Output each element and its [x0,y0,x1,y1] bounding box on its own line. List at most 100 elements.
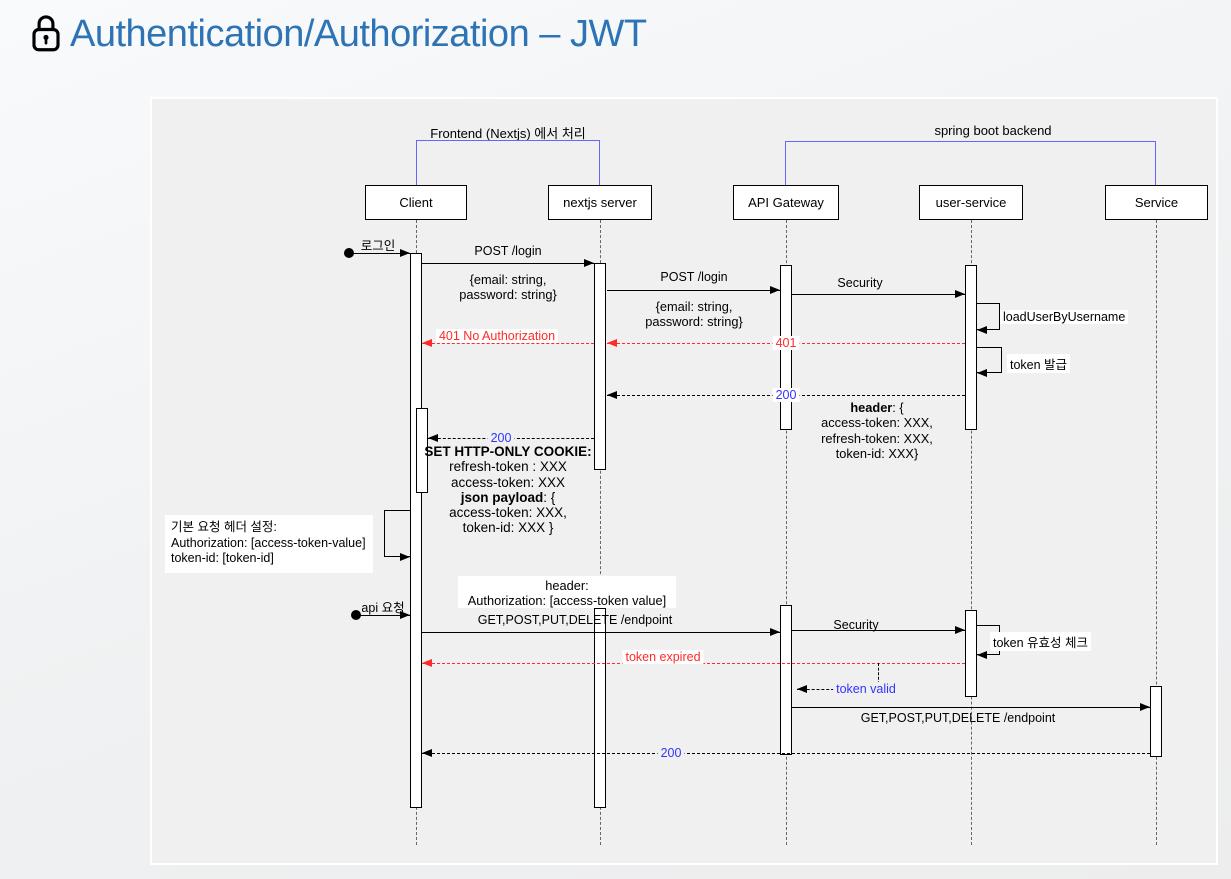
msg-endpoint2-label: GET,POST,PUT,DELETE /endpoint [860,711,1056,725]
msg-endpoint2-arrowhead [1140,702,1150,711]
msg-401-arrowhead-nextjs [607,338,617,347]
loop-default-headers [384,510,410,557]
loop-token-issue-label: token 발급 [1007,354,1071,373]
msg-postlogin2-label: POST /login [660,270,728,284]
loop-default-headers-arrowhead [400,552,410,561]
participant-client-label: Client [399,195,433,210]
note-default-headers-line2: Authorization: [access-token-value] [171,535,366,550]
lifeline-user-service [971,220,972,845]
note-set-cookie-line4: token-id: XXX } [462,520,554,536]
loop-token-issue [977,347,1002,373]
msg-security1-arrowhead [955,289,965,298]
activation-gateway-2 [780,605,792,755]
msg-security2-line [792,630,965,631]
activation-client-main [410,253,422,808]
note-set-cookie-json: json payload: { [424,490,591,505]
msg-200b-label: 200 [487,431,515,445]
note-set-cookie-json-lead: json payload [460,489,544,505]
note-set-cookie-title: SET HTTP-ONLY COOKIE: [424,444,592,459]
msg-security1-line [792,294,965,295]
group-label-backend: spring boot backend [934,123,1052,138]
note-default-headers-line1: 기본 요청 헤더 설정: [171,520,277,534]
note-set-cookie-line2: access-token: XXX [450,474,566,490]
msg-security1-label: Security [837,276,883,290]
msg-401-code-label: 401 [772,336,800,350]
msg-api-request-label: api 요청 [361,601,405,615]
msg-postlogin2-line [607,290,780,291]
note-header-response-lead: header [850,400,893,415]
msg-security2-label: Security [833,618,879,632]
activation-nextjs-2 [594,608,606,808]
start-dot-api-request [351,610,361,620]
msg-token-valid-arrowhead [797,684,807,693]
note-header-response-rest: : { [892,400,904,415]
loop-loaduser [977,303,1000,330]
note-header-response-line1: header: { [821,400,933,415]
lifeline-gateway [786,220,787,845]
participant-user-service-label: user-service [935,195,1007,210]
activation-user-service-1 [965,265,977,430]
msg-api-request-arrowhead [400,610,410,619]
msg-401-line-left [422,343,594,344]
note-default-headers-line3: token-id: [token-id] [171,551,274,565]
participant-gateway: API Gateway [733,185,839,220]
msg-login-arrowhead [400,248,410,257]
msg-login-label: 로그인 [360,239,396,253]
lock-icon [32,15,60,52]
msg-200a-arrowhead [607,390,617,399]
note-set-cookie-line3: access-token: XXX, [449,505,567,521]
note-default-headers: 기본 요청 헤더 설정: Authorization: [access-toke… [171,520,366,567]
participant-nextjs: nextjs server [548,185,652,220]
page-header: Authentication/Authorization – JWT [28,12,647,56]
participant-gateway-label: API Gateway [748,195,824,210]
note-auth-header-line1: header: [545,578,589,593]
note-header-response-line4: token-id: XXX} [835,445,919,461]
note-auth-header-line2: Authorization: [access-token value] [467,593,667,608]
note-set-cookie: SET HTTP-ONLY COOKIE: refresh-token : XX… [424,444,591,536]
diagram-panel [150,97,1218,865]
msg-401-arrowhead-client [422,338,432,347]
group-bracket-frontend [416,140,600,185]
loop-token-check-arrowhead [977,650,987,659]
note-header-response-line3: refresh-token: XXX, [821,430,933,446]
msg-200c-arrowhead [422,748,432,757]
msg-postlogin1-line [422,263,594,264]
msg-endpoint1-arrowhead [770,627,780,636]
group-label-frontend: Frontend (Nextjs) 에서 처리 [430,126,586,141]
participant-user-service: user-service [919,185,1023,220]
loop-token-check-label: token 유효성 체크 [990,632,1092,651]
msg-token-valid-label: token valid [833,682,899,696]
group-bracket-backend [785,141,1156,185]
loop-loaduser-arrowhead [977,325,987,334]
note-auth-header-bg [458,576,676,608]
msg-postlogin2-body: {email: string, password: string} [645,299,743,330]
note-set-cookie-json-rest: : { [543,489,556,505]
msg-token-valid-elbow [878,663,879,689]
note-header-response: header: { access-token: XXX, refresh-tok… [821,400,933,461]
participant-service: Service [1105,185,1208,220]
participant-nextjs-label: nextjs server [563,195,637,210]
msg-postlogin2-arrowhead [770,285,780,294]
note-set-cookie-line1: refresh-token : XXX [449,459,567,475]
msg-endpoint1-label: GET,POST,PUT,DELETE /endpoint [477,613,673,627]
page-title: Authentication/Authorization – JWT [70,12,647,55]
note-header-response-line2: access-token: XXX, [821,415,933,431]
msg-login-line [352,253,410,254]
msg-endpoint1-line [422,632,780,633]
msg-200a-label: 200 [772,388,800,402]
lifeline-service [1156,220,1157,845]
loop-token-issue-arrowhead [977,368,987,377]
activation-nextjs-1 [594,263,606,470]
lifeline-nextjs [600,220,601,845]
participant-client: Client [365,185,467,220]
msg-api-request-line [359,615,410,616]
msg-security2-arrowhead [955,625,965,634]
msg-200c-line [422,753,1150,754]
note-auth-header: header: Authorization: [access-token val… [468,578,666,608]
msg-endpoint2-line [792,707,1150,708]
msg-postlogin1-body: {email: string, password: string} [459,272,557,303]
msg-postlogin1-label: POST /login [474,244,542,258]
msg-postlogin1-arrowhead [584,258,594,267]
note-default-headers-bg [165,515,373,573]
